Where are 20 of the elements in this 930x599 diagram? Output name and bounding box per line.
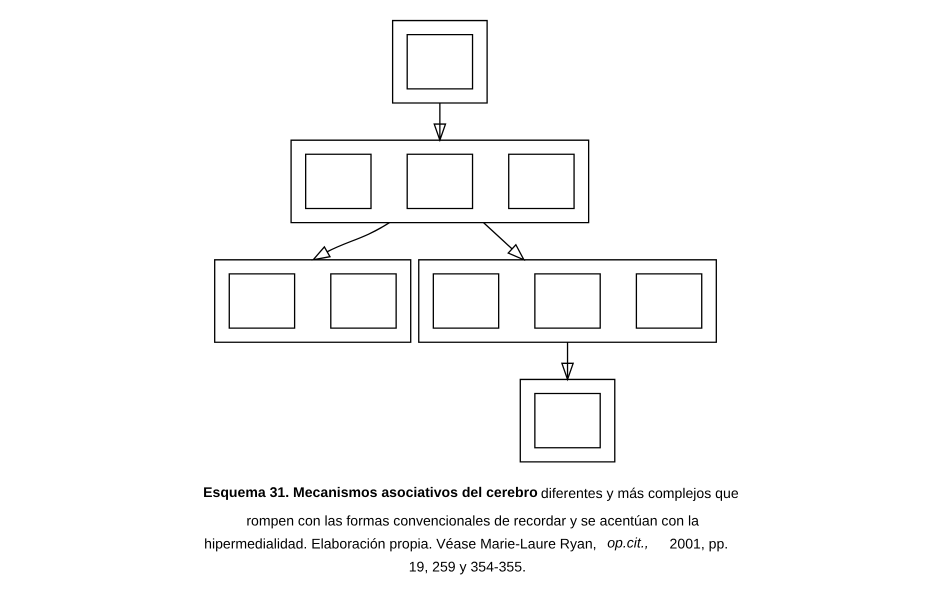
node-box xyxy=(228,273,295,329)
arrow xyxy=(560,342,574,382)
caption: Esquema 31. Mecanismos asociativos del cerebro diferentes y más complejos que rompen con las formas convencionales de recordar y se acentúan con la hipermedialidad. Elaboración propia. Véase Marie-Laure Ryan, op.cit., 2001, pp. 19, 259 y 354-355. xyxy=(202,484,738,575)
cluster xyxy=(391,20,488,104)
node-box xyxy=(304,154,372,210)
node-box xyxy=(508,154,574,210)
cluster xyxy=(418,259,716,343)
arrow xyxy=(482,222,525,262)
node-box xyxy=(406,154,473,210)
node-box xyxy=(330,273,396,329)
node-box xyxy=(534,273,600,329)
node-box xyxy=(432,273,499,329)
arrow xyxy=(311,222,390,261)
node-box xyxy=(406,34,473,90)
node-box xyxy=(534,392,600,448)
arrow xyxy=(432,102,446,142)
cluster xyxy=(519,378,615,462)
cluster xyxy=(290,140,589,224)
node-box xyxy=(635,273,702,329)
cluster xyxy=(214,259,411,343)
